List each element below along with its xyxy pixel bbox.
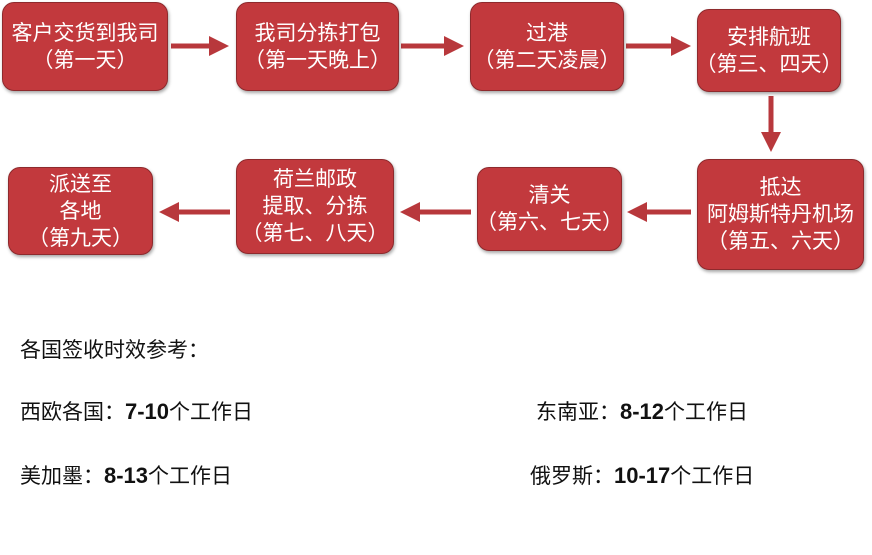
step-title: 客户交货到我司 (11, 20, 159, 45)
step-customer-delivery: 客户交货到我司 （第一天） (2, 2, 168, 91)
days-unit: 个工作日 (169, 400, 254, 424)
delivery-time-southeast-asia: 东南亚：8-12个工作日 (536, 396, 748, 426)
step-location: 阿姆斯特丹机场 (707, 202, 854, 226)
step-title: 抵达 (759, 175, 802, 199)
region-label: 东南亚： (536, 400, 620, 424)
delivery-time-russia: 俄罗斯：10-17个工作日 (530, 460, 754, 490)
delivery-time-heading: 各国签收时效参考： (20, 338, 209, 362)
step-final-delivery: 派送至 各地 （第九天） (8, 167, 153, 255)
step-title: 我司分拣打包 (254, 20, 381, 45)
step-time: （第五、六天） (707, 229, 854, 253)
step-time: （第二天凌晨） (473, 47, 621, 72)
step-time: （第九天） (28, 225, 133, 250)
step-sorting-packing: 我司分拣打包 （第一天晚上） (236, 2, 399, 91)
days-unit: 个工作日 (670, 464, 755, 488)
step-title: 清关 (528, 183, 571, 207)
step-title: 派送至 (49, 171, 112, 196)
step-time: （第三、四天） (695, 51, 843, 76)
delivery-time-western-europe: 西欧各国：7-10个工作日 (20, 396, 253, 426)
days-unit: 个工作日 (664, 400, 749, 424)
days-range: 7-10 (125, 399, 170, 424)
step-time: （第七、八天） (241, 221, 389, 245)
step-arrival-amsterdam: 抵达 阿姆斯特丹机场 （第五、六天） (697, 159, 864, 270)
step-postnl-pickup: 荷兰邮政 提取、分拣 （第七、八天） (236, 159, 394, 254)
step-action: 提取、分拣 (262, 194, 368, 218)
step-time: （第六、七天） (476, 210, 623, 234)
step-time: （第一天晚上） (244, 47, 391, 72)
days-unit: 个工作日 (148, 464, 233, 488)
step-title: 荷兰邮政 (273, 167, 357, 191)
region-label: 西欧各国： (20, 400, 125, 424)
days-range: 10-17 (614, 463, 671, 488)
step-customs-clearance: 清关 （第六、七天） (476, 167, 623, 251)
region-label: 俄罗斯： (530, 464, 614, 488)
days-range: 8-13 (104, 463, 149, 488)
step-port-transit: 过港 （第二天凌晨） (470, 2, 624, 91)
days-range: 8-12 (620, 399, 665, 424)
region-label: 美加墨： (20, 464, 104, 488)
step-title: 过港 (526, 20, 568, 45)
step-time: （第一天） (32, 47, 138, 72)
step-title: 安排航班 (727, 24, 811, 49)
delivery-time-us-canada-mexico: 美加墨：8-13个工作日 (20, 460, 232, 490)
step-destination: 各地 (59, 198, 102, 223)
step-flight-arrangement: 安排航班 （第三、四天） (695, 9, 843, 92)
